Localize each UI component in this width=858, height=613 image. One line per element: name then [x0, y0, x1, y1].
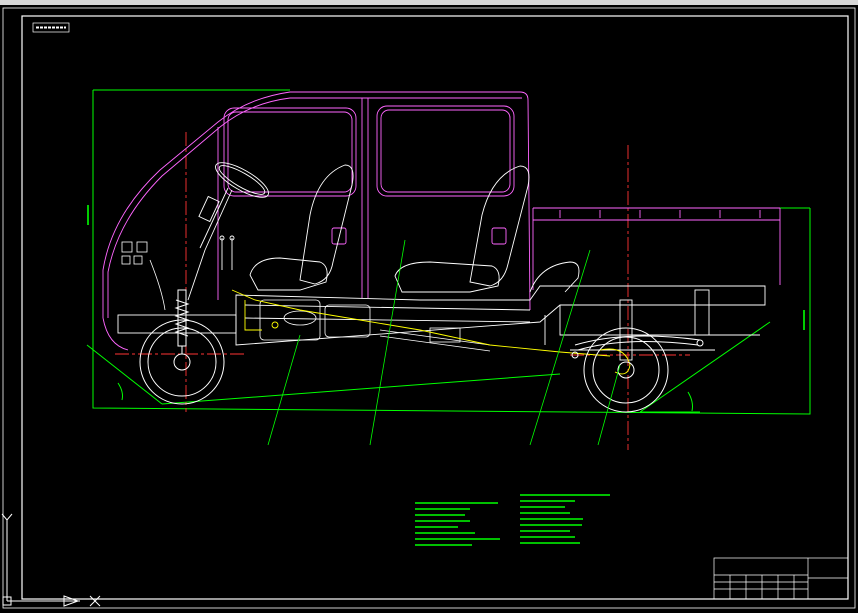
- rear-seat[interactable]: [394, 165, 530, 293]
- title-block: [713, 557, 849, 600]
- balloon-leaders[interactable]: [267, 239, 621, 446]
- fuel-brake-lines[interactable]: [231, 289, 631, 375]
- ucs-icon[interactable]: [1, 513, 101, 607]
- notes-column-1-placeholder: [415, 502, 500, 546]
- centerlines[interactable]: [115, 132, 690, 450]
- viewport-top-bar: [0, 0, 858, 5]
- drawing-frame: [2, 7, 856, 609]
- front-seat[interactable]: [249, 164, 354, 291]
- engine-gearbox[interactable]: [259, 299, 491, 352]
- technical-notes: [415, 494, 610, 546]
- front-wheel[interactable]: [139, 289, 225, 405]
- notes-column-2-placeholder: [520, 494, 610, 544]
- top-left-code-box: [32, 22, 70, 33]
- cab-body[interactable]: [102, 91, 781, 351]
- rear-wheel[interactable]: [571, 327, 704, 413]
- instrument-cluster[interactable]: [121, 241, 166, 311]
- chassis-frame[interactable]: [117, 261, 766, 361]
- dimension-lines[interactable]: [86, 89, 811, 415]
- steering-assembly[interactable]: [187, 156, 273, 301]
- dimension-marks: [87, 205, 805, 330]
